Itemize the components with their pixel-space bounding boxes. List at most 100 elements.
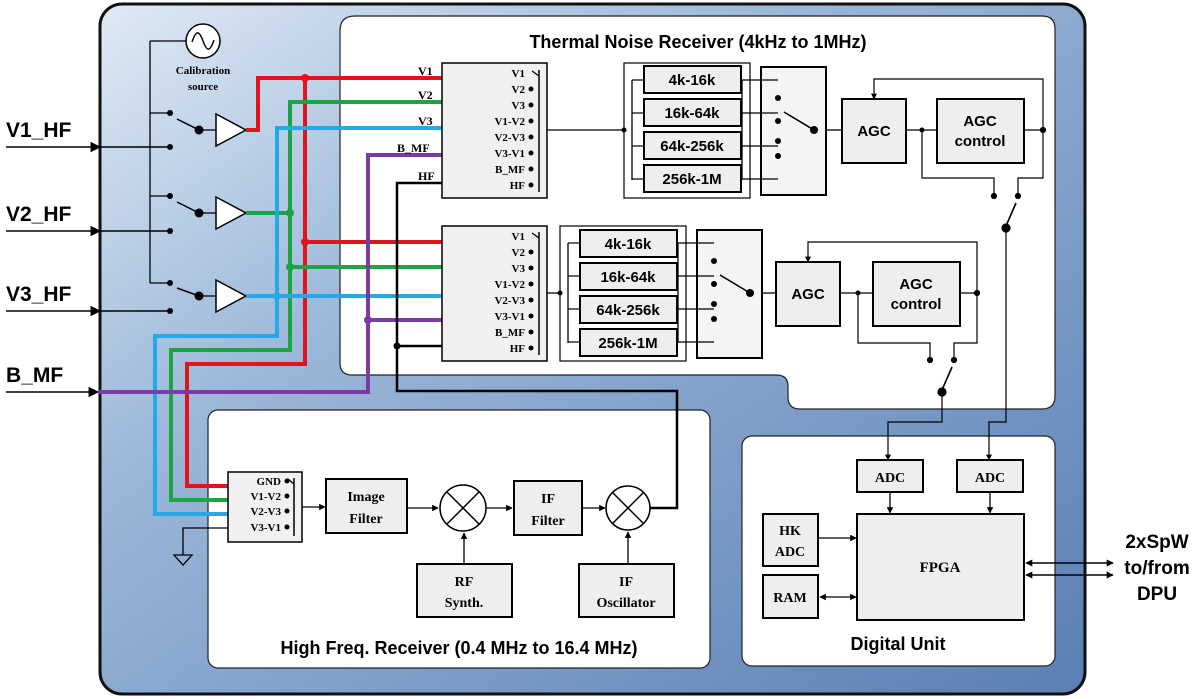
svg-text:256k-1M: 256k-1M [598, 335, 657, 352]
svg-text:V3-V1: V3-V1 [250, 522, 281, 534]
svg-text:4k-16k: 4k-16k [605, 236, 652, 253]
digital-ram: RAM [762, 574, 819, 619]
svg-text:GND: GND [257, 476, 282, 488]
svg-text:V2-V3: V2-V3 [250, 506, 281, 518]
svg-text:256k-1M: 256k-1M [662, 171, 721, 188]
tnr-selector-1-item: V1-V2 [494, 116, 534, 128]
svg-text:RAM: RAM [773, 591, 806, 606]
svg-text:IF: IF [619, 575, 633, 590]
tnr-filter-bank-1: 4k-16k 16k-64k 64k-256k 256k-1M [621, 62, 751, 199]
tnr-agc-2: AGC [775, 261, 841, 327]
tnr-band-switch-1 [742, 66, 827, 196]
svg-text:Filter: Filter [349, 512, 382, 527]
tnr-filter-2: 256k-1M [579, 328, 678, 357]
amplifier-v1-icon [215, 112, 248, 148]
input-switch-v1 [167, 110, 248, 150]
svg-text:control: control [955, 133, 1006, 150]
tnr-filter-bank-2: 4k-16k 16k-64k 64k-256k 256k-1M [557, 225, 687, 362]
tnr-selector-2 [441, 225, 548, 362]
tnr-filter-2: 16k-64k [579, 262, 678, 291]
svg-text:V1: V1 [512, 68, 525, 80]
bus-label-hf: HF [418, 169, 435, 183]
input-v1-hf-label: V1_HF [6, 119, 72, 142]
hfr-selector [227, 471, 303, 543]
digital-adc-2: ADC [956, 459, 1024, 493]
svg-text:V1-V2: V1-V2 [250, 491, 281, 503]
tnr-selector-2-item: V2 [512, 247, 534, 259]
svg-text:AGC: AGC [857, 123, 891, 140]
bus-label-v2: V2 [418, 88, 433, 102]
hfr-image-filter: Image Filter [325, 478, 408, 534]
tnr-band-switch-2 [678, 229, 763, 359]
input-v1-hf: V1_HF [6, 119, 170, 153]
tnr-selector-1-item: V1 [512, 68, 525, 80]
tnr-selector-2-item: V3 [512, 263, 534, 275]
svg-text:HF: HF [510, 343, 526, 355]
svg-text:16k-64k: 16k-64k [664, 105, 720, 122]
tnr-selector-1-item: HF [510, 180, 534, 192]
input-v3-hf: V3_HF [6, 283, 170, 317]
svg-text:V1-V2: V1-V2 [494, 116, 525, 128]
hfr-mixer-2-icon [605, 485, 651, 531]
svg-text:V3: V3 [512, 263, 526, 275]
hfr-selector-items: GND V1-V2 V2-V3 V3-V1 [250, 476, 290, 534]
svg-text:16k-64k: 16k-64k [600, 269, 656, 286]
svg-text:4k-16k: 4k-16k [669, 72, 716, 89]
calibration-source: Calibration source [149, 23, 230, 284]
tnr-selector-2-item: V3-V1 [494, 311, 534, 323]
hfr-selector-item: GND [257, 476, 290, 488]
hfr-selector-item: V3-V1 [250, 522, 290, 534]
tnr-selector-2-item: HF [510, 343, 534, 355]
bus-junctions [273, 74, 401, 350]
tnr-selector-1-item: V3-V1 [494, 148, 534, 160]
svg-text:Image: Image [347, 490, 384, 505]
hfr-mixer-1-icon [439, 484, 487, 532]
tnr-selector-1-item: V2 [512, 84, 534, 96]
tnr-filter-1: 16k-64k [643, 98, 742, 127]
calibration-label-line2: source [188, 81, 218, 93]
svg-text:V3: V3 [512, 100, 526, 112]
calibration-label-line1: Calibration [176, 65, 230, 77]
svg-text:RF: RF [455, 575, 474, 590]
input-switch-v2 [167, 193, 248, 234]
hfr-selector-item: V2-V3 [250, 506, 290, 518]
tnr-agc-loop-1 [871, 78, 1047, 461]
hfr-if-filter: IF Filter [513, 480, 583, 536]
svg-text:B_MF: B_MF [495, 327, 525, 339]
svg-text:ADC: ADC [775, 545, 805, 560]
svg-text:V2: V2 [512, 247, 526, 259]
svg-text:V2: V2 [512, 84, 526, 96]
bus-hf-wire [395, 181, 679, 510]
svg-text:HK: HK [779, 524, 801, 539]
ground-icon [172, 527, 228, 566]
svg-text:IF: IF [541, 492, 555, 507]
hfr-selector-item: V1-V2 [250, 491, 290, 503]
tnr-filter-1: 256k-1M [643, 164, 742, 193]
amplifier-v3-icon [215, 278, 248, 314]
spw-links [1025, 559, 1114, 579]
bus-label-b-mf: B_MF [397, 141, 430, 155]
tnr-filter-1: 64k-256k [643, 131, 742, 160]
svg-text:V1: V1 [512, 231, 525, 243]
input-v3-hf-label: V3_HF [6, 283, 72, 306]
svg-text:V2-V3: V2-V3 [494, 295, 525, 307]
svg-text:V1-V2: V1-V2 [494, 279, 525, 291]
svg-text:AGC: AGC [791, 286, 825, 303]
external-label-line2: to/from [1124, 558, 1189, 579]
svg-text:AGC: AGC [899, 276, 933, 293]
tnr-filter-2: 64k-256k [579, 295, 678, 324]
tnr-filter-1: 4k-16k [643, 65, 742, 94]
bus-label-v1: V1 [418, 64, 433, 78]
svg-text:Filter: Filter [531, 514, 564, 529]
svg-text:Synth.: Synth. [445, 596, 484, 611]
tnr-selector-2-items: V1 V2 V3 V1-V2 V2-V3 V3-V1 B_MF HF [494, 231, 534, 355]
svg-text:V3-V1: V3-V1 [494, 148, 525, 160]
tnr-title: Thermal Noise Receiver (4kHz to 1MHz) [529, 32, 866, 52]
svg-text:B_MF: B_MF [495, 164, 525, 176]
svg-text:Oscillator: Oscillator [596, 596, 655, 611]
tnr-selector-2-item: V1-V2 [494, 279, 534, 291]
input-v2-hf: V2_HF [6, 203, 170, 237]
input-v2-hf-label: V2_HF [6, 203, 72, 226]
hfr-if-oscillator: IF Oscillator [578, 563, 675, 618]
